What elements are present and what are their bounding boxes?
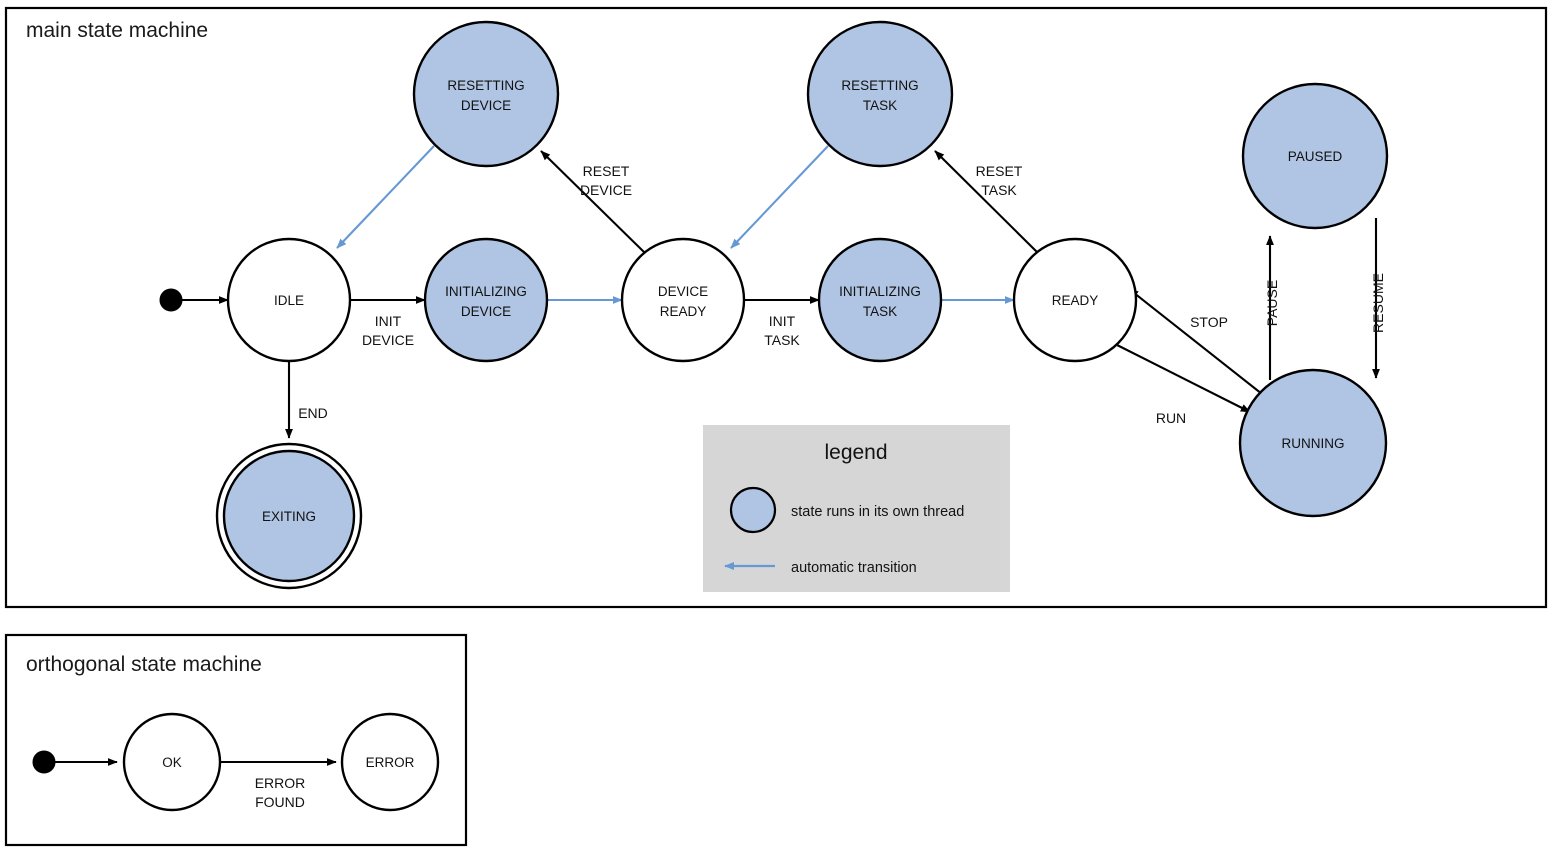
edge-label-line-2: FOUND xyxy=(255,794,305,810)
state-label-line-1: DEVICE xyxy=(658,284,708,299)
transition-running-stop[interactable]: STOP xyxy=(1128,288,1263,395)
state-label-line-2: DEVICE xyxy=(461,98,511,113)
state-label-line-2: TASK xyxy=(863,304,897,319)
legend-item-label: state runs in its own thread xyxy=(791,504,964,520)
edge-line-auto xyxy=(336,145,435,249)
edge-label-line-1: RESET xyxy=(976,163,1023,179)
edge-line xyxy=(934,150,1039,254)
orthogonal-state-machine-container: orthogonal state machine ERROR FOUND OK xyxy=(4,633,468,847)
transition-start-ok[interactable] xyxy=(32,750,118,774)
transition-idle-end[interactable]: END xyxy=(285,361,328,439)
state-node-resetting-device[interactable]: RESETTING DEVICE xyxy=(412,20,560,168)
orthogonal-states: OK ERROR xyxy=(122,712,440,812)
transition-running-pause[interactable]: PAUSE xyxy=(1264,235,1280,380)
state-node-ready[interactable]: READY xyxy=(1012,237,1138,363)
edge-line xyxy=(540,150,646,254)
initial-state-marker xyxy=(159,288,183,312)
main-container-frame xyxy=(4,6,1548,609)
legend-item-thread-state: state runs in its own thread xyxy=(729,486,964,534)
state-label-line-1: INITIALIZING xyxy=(839,284,921,299)
state-shape xyxy=(1241,82,1389,230)
transition-ok-error-found[interactable]: ERROR FOUND xyxy=(220,758,337,810)
state-node-initializing-task[interactable]: INITIALIZING TASK xyxy=(817,237,943,363)
main-container-title: main state machine xyxy=(26,19,208,42)
state-label-line-1: INITIALIZING xyxy=(445,284,527,299)
edge-label-line-2: TASK xyxy=(764,332,800,348)
legend-title: legend xyxy=(824,441,887,464)
state-shape xyxy=(423,237,549,363)
edge-label-line-1: RESET xyxy=(583,163,630,179)
transition-ready-reset-task[interactable]: RESET TASK xyxy=(934,150,1039,254)
state-shape xyxy=(122,712,222,812)
state-label: PAUSED xyxy=(1288,149,1343,164)
edge-label-line-1: ERROR xyxy=(255,775,306,791)
state-label: RUNNING xyxy=(1282,436,1345,451)
main-state-machine-container: main state machine INIT DEVICE xyxy=(4,6,1548,609)
transition-device-ready-reset-device[interactable]: RESET DEVICE xyxy=(540,150,646,254)
edge-line xyxy=(1128,288,1263,395)
edge-label: STOP xyxy=(1190,314,1228,330)
edge-label-line-2: DEVICE xyxy=(362,332,414,348)
state-label: ERROR xyxy=(366,755,415,770)
edge-label-line-2: DEVICE xyxy=(580,182,632,198)
state-label: OK xyxy=(162,755,182,770)
legend-item-label: automatic transition xyxy=(791,560,917,576)
transition-resetting-device-idle[interactable] xyxy=(336,145,435,249)
transition-start-idle[interactable] xyxy=(159,288,229,312)
state-node-error[interactable]: ERROR xyxy=(340,712,440,812)
transition-idle-init-device[interactable]: INIT DEVICE xyxy=(350,296,426,348)
state-node-paused[interactable]: PAUSED xyxy=(1241,82,1389,230)
state-shape xyxy=(817,237,943,363)
orthogonal-container-title: orthogonal state machine xyxy=(26,653,262,676)
state-label: EXITING xyxy=(262,509,316,524)
state-node-exiting[interactable]: EXITING xyxy=(215,442,363,590)
transition-ready-run[interactable]: RUN xyxy=(1116,344,1251,426)
edge-label-line-1: INIT xyxy=(375,313,402,329)
edge-line-auto xyxy=(730,145,829,249)
transition-resetting-task-device-ready[interactable] xyxy=(730,145,829,249)
edge-label: PAUSE xyxy=(1264,280,1280,326)
state-shape xyxy=(1012,237,1138,363)
state-node-device-ready[interactable]: DEVICE READY xyxy=(620,237,746,363)
state-label-line-2: READY xyxy=(660,304,707,319)
main-transitions: INIT DEVICE RESET DEVICE xyxy=(159,145,1386,439)
edge-label-line-2: TASK xyxy=(981,182,1017,198)
legend-item-auto-transition: automatic transition xyxy=(724,560,917,576)
state-label-line-1: RESETTING xyxy=(841,78,918,93)
edge-line xyxy=(1116,344,1251,413)
state-node-idle[interactable]: IDLE xyxy=(226,237,352,363)
state-label-line-2: TASK xyxy=(863,98,897,113)
thread-state-swatch-icon xyxy=(729,486,777,534)
state-node-ok[interactable]: OK xyxy=(122,712,222,812)
main-states: IDLE RESETTING DEVICE INITIALIZING DEVIC… xyxy=(215,20,1389,590)
state-shape xyxy=(340,712,440,812)
state-node-resetting-task[interactable]: RESETTING TASK xyxy=(806,20,954,168)
state-label: IDLE xyxy=(274,293,304,308)
state-label-line-2: DEVICE xyxy=(461,304,511,319)
state-shape xyxy=(226,237,352,363)
state-shape xyxy=(1238,368,1388,518)
state-node-initializing-device[interactable]: INITIALIZING DEVICE xyxy=(423,237,549,363)
edge-label: RESUME xyxy=(1370,273,1386,333)
state-label-line-1: RESETTING xyxy=(447,78,524,93)
orthogonal-transitions: ERROR FOUND xyxy=(32,750,337,810)
edge-label: END xyxy=(298,405,328,421)
state-shape xyxy=(222,449,356,583)
edge-label-line-1: INIT xyxy=(769,313,796,329)
state-shape xyxy=(806,20,954,168)
state-label: READY xyxy=(1052,293,1099,308)
transition-paused-resume[interactable]: RESUME xyxy=(1370,218,1386,379)
initial-state-marker xyxy=(32,750,56,774)
state-shape xyxy=(412,20,560,168)
state-node-running[interactable]: RUNNING xyxy=(1238,368,1388,518)
legend-panel: legend state runs in its own thread auto… xyxy=(703,425,1010,592)
orthogonal-container-frame xyxy=(4,633,468,847)
edge-label: RUN xyxy=(1156,410,1186,426)
state-shape xyxy=(620,237,746,363)
transition-device-ready-init-task[interactable]: INIT TASK xyxy=(744,296,820,348)
